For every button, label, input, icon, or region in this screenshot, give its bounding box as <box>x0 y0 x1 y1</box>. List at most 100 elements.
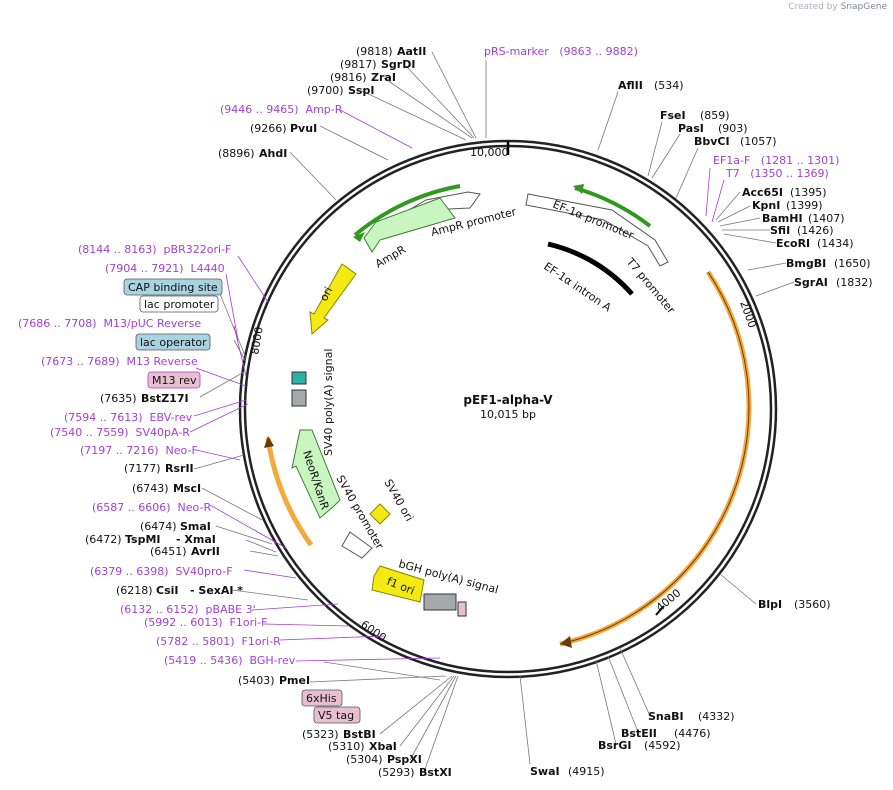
label-neo-r: (6587 .. 6606) Neo-R <box>92 501 211 514</box>
label-avrii: AvrII <box>191 545 220 558</box>
label-sgrdi: SgrDI <box>381 58 415 71</box>
cap-binding-site-label: CAP binding site <box>128 281 218 294</box>
ampr-feature <box>363 197 456 253</box>
label-xbai-pos: (5310) <box>328 740 365 753</box>
tick-4000-mark <box>655 605 665 616</box>
lac-operator-label: lac operator <box>140 336 207 349</box>
plasmid-size: 10,015 bp <box>480 408 536 421</box>
label-bstz17i-pos: (7635) <box>100 392 137 405</box>
f1-ori-feature <box>371 565 425 603</box>
label-fsei-pos: (859) <box>700 109 730 122</box>
created-by-label: Created by <box>788 2 838 12</box>
label-bstxi: BstXI <box>419 766 452 779</box>
label-bsteii-pos: (4476) <box>674 727 711 740</box>
label-t7: T7 (1350 .. 1369) <box>725 167 829 180</box>
label-pbabe-3: (6132 .. 6152) pBABE 3' <box>120 603 256 616</box>
tick-8000-label: 8000 <box>248 326 266 356</box>
label-fsei: FseI <box>660 109 686 122</box>
label-bamhi-pos: (1407) <box>808 212 845 225</box>
label-bsrgi: BsrGI <box>598 739 631 752</box>
label-msci: MscI <box>173 482 201 495</box>
label-sgrai-pos: (1832) <box>836 276 873 289</box>
label-l4440: (7904 .. 7921) L4440 <box>105 262 225 275</box>
orange-arc-right-outline <box>559 271 750 645</box>
green-arc-ampr-head <box>353 232 365 242</box>
label-blpi-pos: (3560) <box>794 598 831 611</box>
m13-rev-box <box>147 371 201 389</box>
label-ef1a-f: EF1a-F (1281 .. 1301) <box>713 154 839 167</box>
orange-arc-left <box>265 437 314 547</box>
label-bbvci-pos: (1057) <box>740 135 777 148</box>
label-ebv-rev: (7594 .. 7613) EBV-rev <box>64 411 193 424</box>
label-tspmi-pos: (6472) <box>85 533 122 546</box>
label-prs-marker: pRS-marker (9863 .. 9882) <box>484 45 638 58</box>
label-sspi: SspI <box>348 84 374 97</box>
label-swai-pos: (4915) <box>568 765 605 778</box>
sv40-polya-label: SV40 poly(A) signal <box>322 349 335 456</box>
orange-arc-right-head <box>560 636 572 648</box>
label-pasi: PasI <box>678 122 704 135</box>
label-csii-pos: (6218) <box>116 584 153 597</box>
label-sgrai: SgrAI <box>794 276 828 289</box>
label-neo-f: (7197 .. 7216) Neo-F <box>80 444 198 457</box>
label-ecori-pos: (1434) <box>817 237 854 250</box>
label-pvui: PvuI <box>290 122 317 135</box>
label-sexai: - SexAI * <box>190 584 243 597</box>
label-m13-reverse: (7673 .. 7689) M13 Reverse <box>41 355 198 368</box>
label-ahdi: AhdI <box>259 147 287 160</box>
ef1a-intron-feature <box>547 241 634 296</box>
m13-rev-label: M13 rev <box>152 374 197 387</box>
ef1a-promoter-feature <box>525 193 669 267</box>
sv40-promoter-feature <box>341 531 373 559</box>
tick-10000-label: 10,000 <box>470 146 509 159</box>
label-acc65i-pos: (1395) <box>790 186 827 199</box>
label-xmai: - XmaI <box>176 533 216 546</box>
label-blpi: BlpI <box>758 598 782 611</box>
label-bstxi-pos: (5293) <box>378 766 415 779</box>
v5-tag-box <box>313 706 361 724</box>
label-ecori: EcoRI <box>776 237 810 250</box>
label-csii: CsiI <box>156 584 178 597</box>
label-bstbi: BstBI <box>343 728 376 741</box>
label-bstbi-pos: (5323) <box>302 728 339 741</box>
label-sv40pro-f: (6379 .. 6398) SV40pro-F <box>90 565 233 578</box>
label-sspi-pos: (9700) <box>307 84 344 97</box>
label-sfii-pos: (1426) <box>797 224 834 237</box>
label-sgrdi-pos: (9817) <box>340 58 377 71</box>
primer-connectors <box>189 109 725 662</box>
ampr-label: AmpR <box>373 243 408 271</box>
plasmid-name: pEF1-alpha-V <box>463 393 553 407</box>
green-arc-ef1a-head <box>573 184 584 194</box>
connector-lines <box>193 51 795 773</box>
6xhis-label: 6xHis <box>306 692 337 705</box>
label-sv40pa-r: (7540 .. 7559) SV40pA-R <box>50 426 190 439</box>
label-ahdi-pos: (8896) <box>218 147 255 160</box>
ori-label: ori <box>317 285 335 304</box>
label-acc65i: Acc65I <box>742 186 783 199</box>
label-bamhi: BamHI <box>762 212 803 225</box>
label-bmgbi: BmgBI <box>786 257 826 270</box>
label-f1ori-r: (5782 .. 5801) F1ori-R <box>156 635 281 648</box>
label-bbvci: BbvCI <box>694 135 730 148</box>
sv40-polya-feature <box>291 389 307 407</box>
sv40-polya-marker-a <box>291 371 307 385</box>
lac-promoter-box <box>139 295 219 313</box>
label-aflii: AflII <box>618 79 643 92</box>
neor-feature <box>291 429 341 519</box>
label-msci-pos: (6743) <box>132 482 169 495</box>
label-snabi: SnaBI <box>648 710 684 723</box>
label-f1ori-f: (5992 .. 6013) F1ori-F <box>144 616 267 629</box>
label-avrii-pos: (6451) <box>150 545 187 558</box>
label-pmei-pos: (5403) <box>238 674 275 687</box>
label-bsteii: BstEII <box>621 727 657 740</box>
v5-his-feature <box>457 601 467 617</box>
label-kpni: KpnI <box>752 199 780 212</box>
label-pspxi: PspXI <box>387 753 422 766</box>
label-smai-pos: (6474) <box>140 520 177 533</box>
green-arc-ampr <box>353 184 461 237</box>
label-xbai: XbaI <box>369 740 397 753</box>
sv40-ori-feature <box>369 503 391 525</box>
bgh-polya-feature <box>423 593 457 611</box>
label-zrai: ZraI <box>371 71 396 84</box>
